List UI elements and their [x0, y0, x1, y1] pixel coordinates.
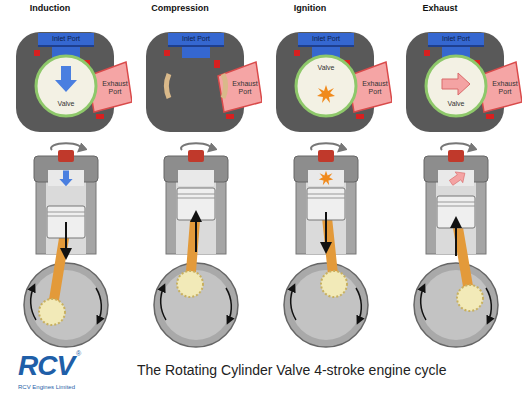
stage-title: Ignition — [245, 3, 375, 13]
piston-ring — [437, 202, 475, 203]
piston-ring — [307, 198, 345, 199]
exhaust-arrow — [447, 168, 468, 188]
piston-ring — [47, 216, 85, 217]
crank-pin — [39, 299, 65, 325]
registered-mark: ® — [76, 350, 81, 357]
motion-arrow — [455, 220, 457, 256]
piston-ring — [307, 194, 345, 195]
valve-outline — [34, 54, 98, 118]
motion-arrow — [325, 212, 327, 250]
engine-body — [24, 143, 108, 347]
exhaust-port-shape — [348, 62, 392, 112]
rotary-valve-disc: Valve — [34, 54, 98, 118]
exhaust-arrow — [442, 73, 470, 95]
connecting-rod — [52, 226, 66, 312]
exhaust-port-shape — [218, 62, 262, 112]
crank-pin — [177, 271, 203, 297]
inlet-port: Inlet Port — [298, 33, 354, 47]
engine-body — [154, 143, 238, 347]
inlet-port: Inlet Port — [168, 33, 224, 47]
piston-ring — [47, 212, 85, 213]
valve-label: Valve — [424, 100, 488, 108]
crank-pin — [321, 271, 347, 297]
exhaust-port-shape — [478, 62, 522, 112]
exhaust-port-shape — [88, 62, 132, 112]
intake-arrow — [55, 66, 77, 92]
port-label: Inlet Port — [298, 33, 354, 45]
motion-arrow — [195, 214, 197, 252]
port-label: Inlet Port — [168, 33, 224, 45]
port-label: Exhaust Port — [230, 80, 260, 96]
spark-star — [317, 85, 335, 103]
piston-ring — [177, 194, 215, 195]
rotary-valve-disc: Valve — [294, 54, 358, 118]
stage-title: Exhaust — [375, 3, 505, 13]
port-label: Exhaust Port — [360, 80, 390, 96]
valve-outline — [294, 54, 358, 118]
rotary-valve-disc: Valve — [424, 54, 488, 118]
engine-body — [414, 143, 498, 347]
stage-title: Induction — [0, 3, 115, 13]
intake-arrow — [59, 171, 72, 187]
caption: The Rotating Cylinder Valve 4-stroke eng… — [137, 362, 446, 378]
inlet-port: Inlet Port — [38, 33, 94, 47]
spark-star — [319, 171, 333, 185]
valve-label: Valve — [34, 100, 98, 108]
port-label: Inlet Port — [428, 33, 484, 45]
port-label: Exhaust Port — [490, 80, 520, 96]
piston-ring — [177, 198, 215, 199]
inlet-port: Inlet Port — [428, 33, 484, 47]
valve-label: Valve — [294, 64, 358, 72]
closed-port-segment — [166, 74, 169, 98]
port-label: Exhaust Port — [100, 80, 130, 96]
engine-body — [284, 143, 368, 347]
valve-outline — [424, 54, 488, 118]
exhaust-port: Exhaust Port — [216, 60, 262, 114]
crank-pin — [457, 285, 483, 311]
logo-text: RCV — [18, 350, 74, 382]
piston-ring — [437, 206, 475, 207]
port-label: Inlet Port — [38, 33, 94, 45]
closed-port-segment — [223, 74, 226, 98]
stage-title: Compression — [115, 3, 245, 13]
motion-arrow — [65, 222, 67, 256]
company-name: RCV Engines Limited — [18, 384, 75, 390]
